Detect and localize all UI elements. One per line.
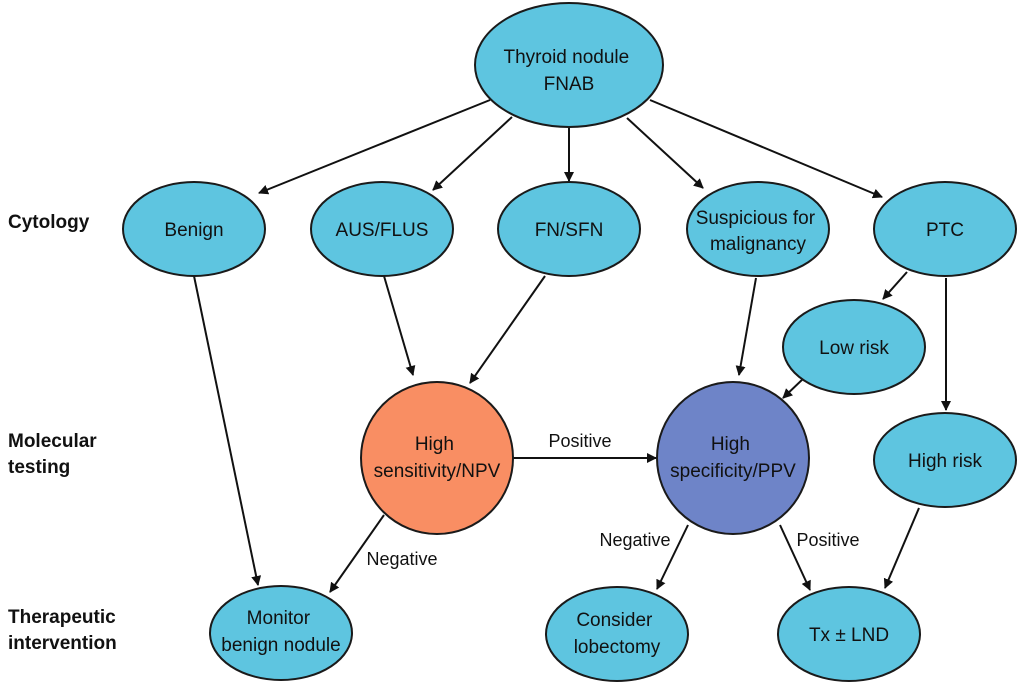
node-monitor-benign-nodule: Monitor benign nodule <box>209 585 353 681</box>
node-aus-flus: AUS/FLUS <box>310 181 454 277</box>
edge-benign-to-monitor <box>193 275 262 586</box>
edge-root-to-ptc <box>649 99 883 199</box>
edge-label-positive-horizontal: Positive <box>548 431 611 451</box>
edge-root-to-aus-flus <box>432 116 513 191</box>
node-fn-sfn: FN/SFN <box>497 181 641 277</box>
edge-suspicious-to-specificity <box>735 277 757 376</box>
edge-ptc-to-low-risk <box>882 271 908 300</box>
svg-text:Low risk: Low risk <box>819 338 889 359</box>
svg-text:Tx ± LND: Tx ± LND <box>809 625 889 646</box>
edge-label-negative-left: Negative <box>366 549 437 569</box>
svg-text:High risk: High risk <box>908 451 982 472</box>
edge-aus-flus-to-sensitivity <box>383 275 416 376</box>
edge-specificity-to-lobectomy <box>656 524 689 590</box>
edge-root-to-benign <box>258 99 491 195</box>
row-label-therapeutic-intervention: Therapeutic intervention <box>8 607 121 654</box>
edge-sensitivity-to-monitor <box>329 514 385 593</box>
row-label-molecular-testing: Molecular testing <box>8 431 102 478</box>
node-benign: Benign <box>122 181 266 277</box>
svg-text:Benign: Benign <box>164 220 223 241</box>
node-suspicious-for-malignancy: Suspicious for malignancy <box>686 181 830 277</box>
svg-text:Suspicious for malignanc: Suspicious for malignancy <box>696 208 821 255</box>
svg-text:High sensitivity/NPV: High sensitivity/NPV <box>374 434 501 482</box>
node-high-sensitivity-npv: High sensitivity/NPV <box>360 381 514 535</box>
edge-label-positive-right: Positive <box>796 530 859 550</box>
svg-text:Monitor benign nodule: Monitor benign nodule <box>221 608 340 656</box>
node-low-risk: Low risk <box>782 299 926 395</box>
svg-text:AUS/FLUS: AUS/FLUS <box>336 220 429 241</box>
svg-text:Thyroid nodule FNAB: Thyroid nodule FNAB <box>504 47 635 95</box>
edge-fn-sfn-to-sensitivity <box>469 275 546 384</box>
svg-text:High specificity/PPV: High specificity/PPV <box>670 434 796 482</box>
edge-root-to-suspicious <box>626 117 704 189</box>
node-thyroid-nodule-fnab: Thyroid nodule FNAB <box>474 2 664 128</box>
edge-specificity-to-tx-lnd <box>779 524 811 591</box>
edge-label-negative-right: Negative <box>599 530 670 550</box>
node-high-specificity-ppv: High specificity/PPV <box>656 381 810 535</box>
node-high-risk: High risk <box>873 412 1017 508</box>
svg-text:FN/SFN: FN/SFN <box>535 220 604 241</box>
svg-text:Consider lobectomy: Consider lobectomy <box>574 610 661 658</box>
svg-text:PTC: PTC <box>926 220 964 241</box>
node-tx-lnd: Tx ± LND <box>777 586 921 682</box>
row-label-cytology: Cytology <box>8 212 90 233</box>
edge-high-risk-to-tx-lnd <box>883 507 920 589</box>
node-consider-lobectomy: Consider lobectomy <box>545 586 689 682</box>
edge-low-risk-to-specificity <box>782 376 806 399</box>
node-ptc: PTC <box>873 181 1017 277</box>
